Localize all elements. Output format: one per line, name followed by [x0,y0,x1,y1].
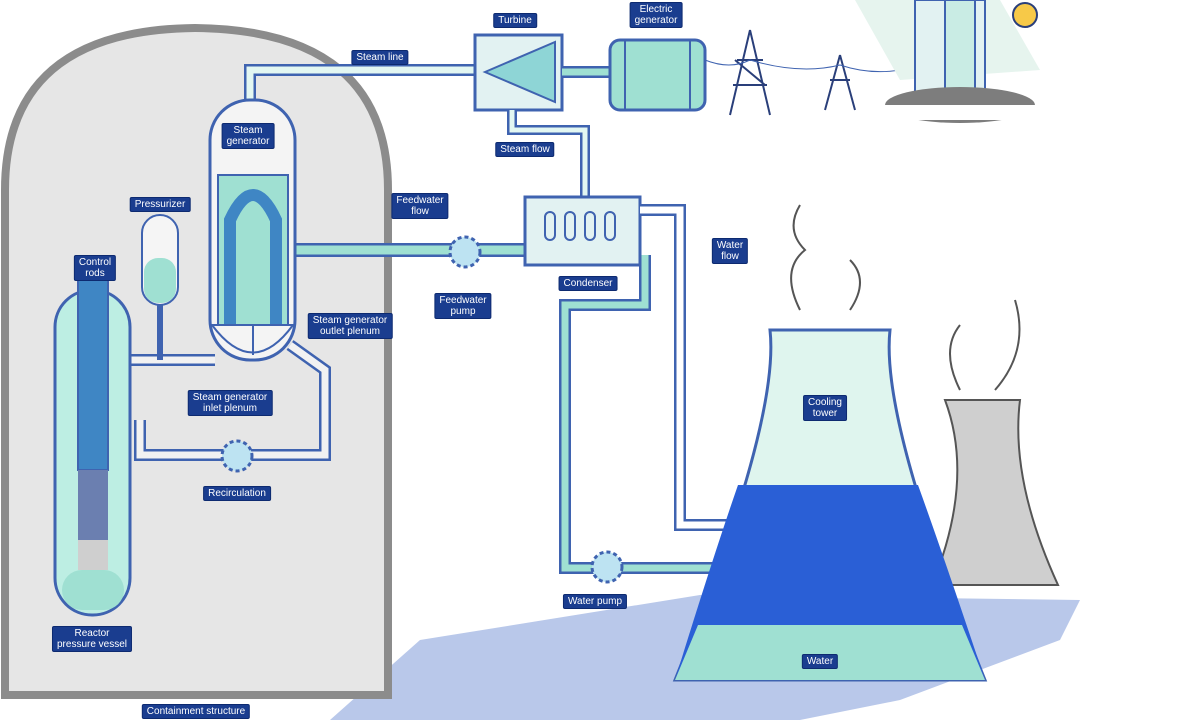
feedwater-pump-icon [448,235,482,269]
label-steam-generator: Steam generator [221,123,275,149]
label-containment-structure: Containment structure [141,704,251,719]
city-icon [855,0,1040,123]
recirculation-pump-icon [220,439,254,473]
label-electric-generator: Electric generator [629,2,683,28]
label-steam-flow: Steam flow [495,142,555,157]
label-steam-line: Steam line [351,50,409,65]
label-water: Water [801,654,839,669]
transmission-pylon-icon [704,29,901,116]
label-condenser: Condenser [558,276,618,291]
control-rods [77,274,109,471]
label-water-flow: Water flow [711,238,749,264]
condenser [523,195,642,267]
label-pressurizer: Pressurizer [129,197,191,212]
label-water-pump: Water pump [562,594,628,609]
label-feedwater-pump: Feedwater pump [434,293,492,319]
label-recirculation: Recirculation [203,486,271,501]
label-sg-inlet-plenum: Steam generator inlet plenum [187,390,273,416]
label-cooling-tower: Cooling tower [803,395,847,421]
label-sg-outlet-plenum: Steam generator outlet plenum [307,313,393,339]
water-pump-icon [590,550,624,584]
label-reactor-pressure-vessel: Reactor pressure vessel [51,626,133,652]
electric-generator [608,38,707,112]
sun-icon [1012,2,1038,28]
cooling-tower-secondary [930,399,1060,586]
label-control-rods: Control rods [73,255,117,281]
steam-plume-icon [790,204,1021,391]
label-feedwater-flow: Feedwater flow [391,193,449,219]
label-turbine: Turbine [493,13,537,28]
